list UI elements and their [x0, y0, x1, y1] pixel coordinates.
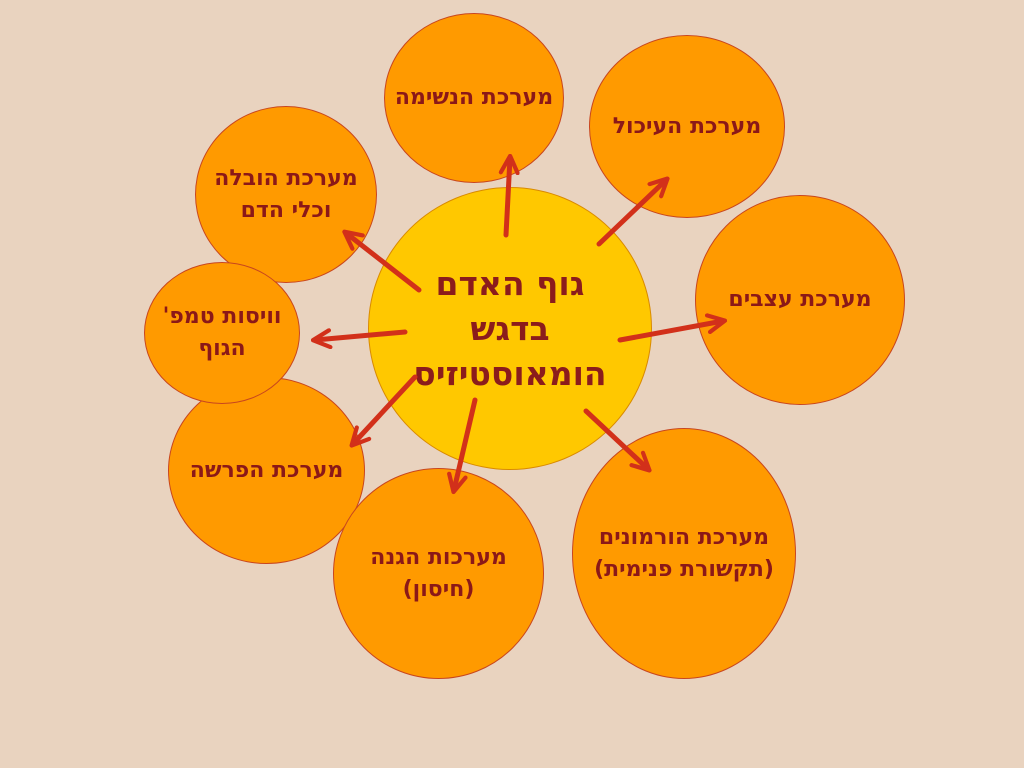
center-node-human-body: גוף האדם בדגש הומאוסטיזיס: [368, 187, 652, 470]
node-excretory-system: מערכת הפרשה: [168, 377, 365, 564]
node-temperature-regulation: וויסות טמפ' הגוף: [144, 262, 300, 404]
node-label: מערכת העיכול: [612, 113, 762, 139]
node-label: מערכת הורמונים (תקשורת פנימית): [594, 524, 774, 582]
node-digestive-system: מערכת העיכול: [589, 35, 785, 218]
node-label: מערכת הנשימה: [394, 85, 554, 110]
node-label: מערכות הגנה (חיסון): [370, 544, 507, 602]
node-hormonal-system: מערכת הורמונים (תקשורת פנימית): [572, 428, 796, 679]
node-circulatory-system: מערכת הובלה וכלי הדם: [195, 106, 377, 283]
node-label: וויסות טמפ' הגוף: [162, 304, 282, 361]
node-respiratory-system: מערכת הנשימה: [384, 13, 564, 183]
node-nervous-system: מערכת עצבים: [695, 195, 905, 405]
node-label: מערכת עצבים: [728, 287, 872, 312]
node-label: מערכת הובלה וכלי הדם: [214, 165, 358, 223]
center-label: גוף האדם בדגש הומאוסטיזיס: [413, 264, 607, 393]
node-immune-system: מערכות הגנה (חיסון): [333, 468, 544, 679]
node-label: מערכת הפרשה: [189, 457, 344, 483]
